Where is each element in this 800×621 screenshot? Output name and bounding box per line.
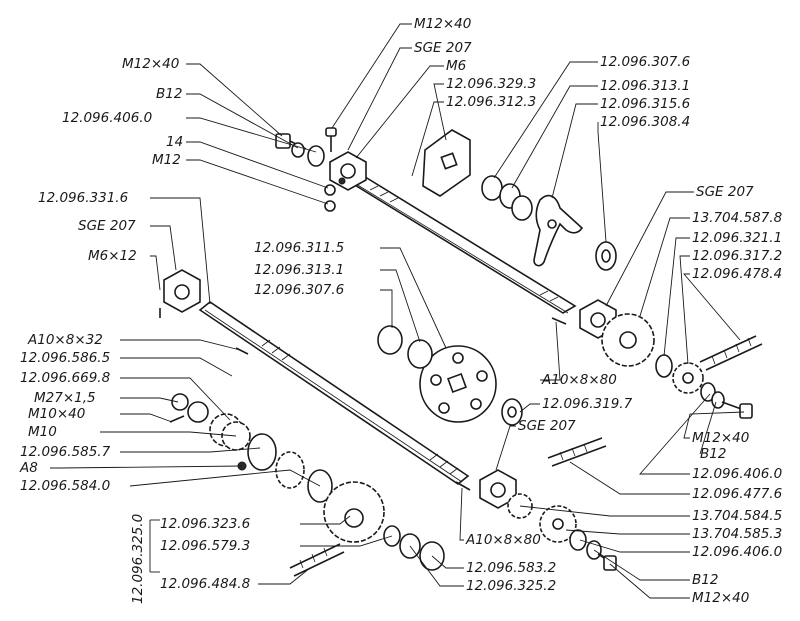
label-12-096-331-6: 12.096.331.6 bbox=[38, 190, 128, 206]
label-14: 14 bbox=[166, 134, 183, 150]
label-12-096-583-2: 12.096.583.2 bbox=[466, 560, 556, 576]
upper-right-washer bbox=[655, 354, 673, 378]
label-12-096-321-1: 12.096.321.1 bbox=[692, 230, 782, 246]
lower-bottom-hub bbox=[383, 525, 445, 571]
label-12-096-312-3: 12.096.312.3 bbox=[446, 94, 536, 110]
label-12-096-323-6: 12.096.323.6 bbox=[160, 516, 250, 532]
label-13-704-584-5: 13.704.584.5 bbox=[692, 508, 782, 524]
label-a10x8x32: A10×8×32 bbox=[27, 332, 103, 348]
label-b12-right: B12 bbox=[700, 446, 726, 462]
label-b12-top: B12 bbox=[156, 86, 182, 102]
label-m10x40: M10×40 bbox=[28, 406, 85, 422]
upper-right-bushing bbox=[595, 241, 617, 271]
label-12-096-669-8: 12.096.669.8 bbox=[20, 370, 110, 386]
keys bbox=[235, 347, 471, 491]
label-a10x8x80-mid: A10×8×80 bbox=[541, 372, 617, 388]
upper-left-bearing-housing bbox=[329, 151, 367, 191]
label-m12x40-bot: M12×40 bbox=[692, 590, 749, 606]
label-12-096-329-3: 12.096.329.3 bbox=[446, 76, 536, 92]
lower-right-bearing bbox=[479, 469, 517, 509]
upper-plate bbox=[422, 129, 471, 197]
lower-shaft bbox=[198, 301, 470, 485]
upper-bushings bbox=[481, 175, 533, 221]
label-a8: A8 bbox=[19, 460, 38, 476]
upper-right-sprocket bbox=[601, 313, 655, 367]
label-12-096-406-0-bot: 12.096.406.0 bbox=[692, 544, 782, 560]
upper-cam-lever bbox=[533, 194, 584, 267]
upper-right-chain bbox=[699, 335, 763, 371]
label-12-096-579-3: 12.096.579.3 bbox=[160, 538, 250, 554]
lower-chain bbox=[289, 543, 345, 577]
label-m12-top: M12 bbox=[152, 152, 181, 168]
lower-left-hub-stack bbox=[169, 393, 333, 503]
lower-left-sprocket bbox=[323, 481, 385, 543]
label-12-096-315-6: 12.096.315.6 bbox=[600, 96, 690, 112]
label-m12x40-left: M12×40 bbox=[122, 56, 179, 72]
label-m27x1-5: M27×1,5 bbox=[34, 390, 96, 406]
lower-left-bearing bbox=[159, 269, 201, 318]
label-12-096-317-2: 12.096.317.2 bbox=[692, 248, 782, 264]
label-sge207-top: SGE 207 bbox=[414, 40, 472, 56]
label-m6x12: M6×12 bbox=[88, 248, 137, 264]
label-b12-bot: B12 bbox=[692, 572, 718, 588]
label-12-096-319-7: 12.096.319.7 bbox=[542, 396, 633, 412]
label-12-096-406-0-mid: 12.096.406.0 bbox=[692, 466, 782, 482]
label-sge207-right: SGE 207 bbox=[696, 184, 754, 200]
label-m12x40-top: M12×40 bbox=[414, 16, 471, 32]
label-12-096-586-5: 12.096.586.5 bbox=[20, 350, 110, 366]
label-12-096-308-4: 12.096.308.4 bbox=[600, 114, 690, 130]
lower-right-chain bbox=[547, 437, 607, 467]
label-m10: M10 bbox=[28, 424, 57, 440]
label-sge207-mid: SGE 207 bbox=[518, 418, 576, 434]
lower-mid-bushing bbox=[501, 398, 523, 426]
upper-small-bolt-m6 bbox=[325, 127, 337, 152]
label-m12x40-right: M12×40 bbox=[692, 430, 749, 446]
label-12-096-307-6-top: 12.096.307.6 bbox=[600, 54, 690, 70]
label-12-096-325-2: 12.096.325.2 bbox=[466, 578, 556, 594]
label-13-704-587-8: 13.704.587.8 bbox=[692, 210, 782, 226]
label-12-096-585-7: 12.096.585.7 bbox=[20, 444, 111, 460]
label-12-096-406-0-top: 12.096.406.0 bbox=[62, 110, 152, 126]
label-13-704-585-3: 13.704.585.3 bbox=[692, 526, 782, 542]
label-sge207-left: SGE 207 bbox=[78, 218, 136, 234]
label-12-096-307-6-mid: 12.096.307.6 bbox=[254, 282, 344, 298]
upper-right-small-sprocket bbox=[672, 362, 704, 394]
label-12-096-325-0: 12.096.325.0 bbox=[130, 514, 146, 604]
label-12-096-484-8: 12.096.484.8 bbox=[160, 576, 250, 592]
key-a10x8x80-mid bbox=[551, 317, 567, 325]
label-12-096-477-6: 12.096.477.6 bbox=[692, 486, 782, 502]
lower-disc bbox=[419, 345, 497, 423]
label-a10x8x80-bot: A10×8×80 bbox=[465, 532, 541, 548]
leader-lines bbox=[50, 23, 745, 599]
lower-bushings bbox=[377, 325, 433, 369]
label-12-096-313-1-mid: 12.096.313.1 bbox=[254, 262, 344, 278]
label-12-096-584-0: 12.096.584.0 bbox=[20, 478, 110, 494]
label-12-096-313-1-top: 12.096.313.1 bbox=[600, 78, 690, 94]
label-12-096-311-5: 12.096.311.5 bbox=[254, 240, 344, 256]
label-m6: M6 bbox=[446, 58, 466, 74]
part-labels: M12×40 SGE 207 M6 12.096.329.3 12.096.31… bbox=[19, 16, 782, 606]
label-12-096-478-4: 12.096.478.4 bbox=[692, 266, 782, 282]
